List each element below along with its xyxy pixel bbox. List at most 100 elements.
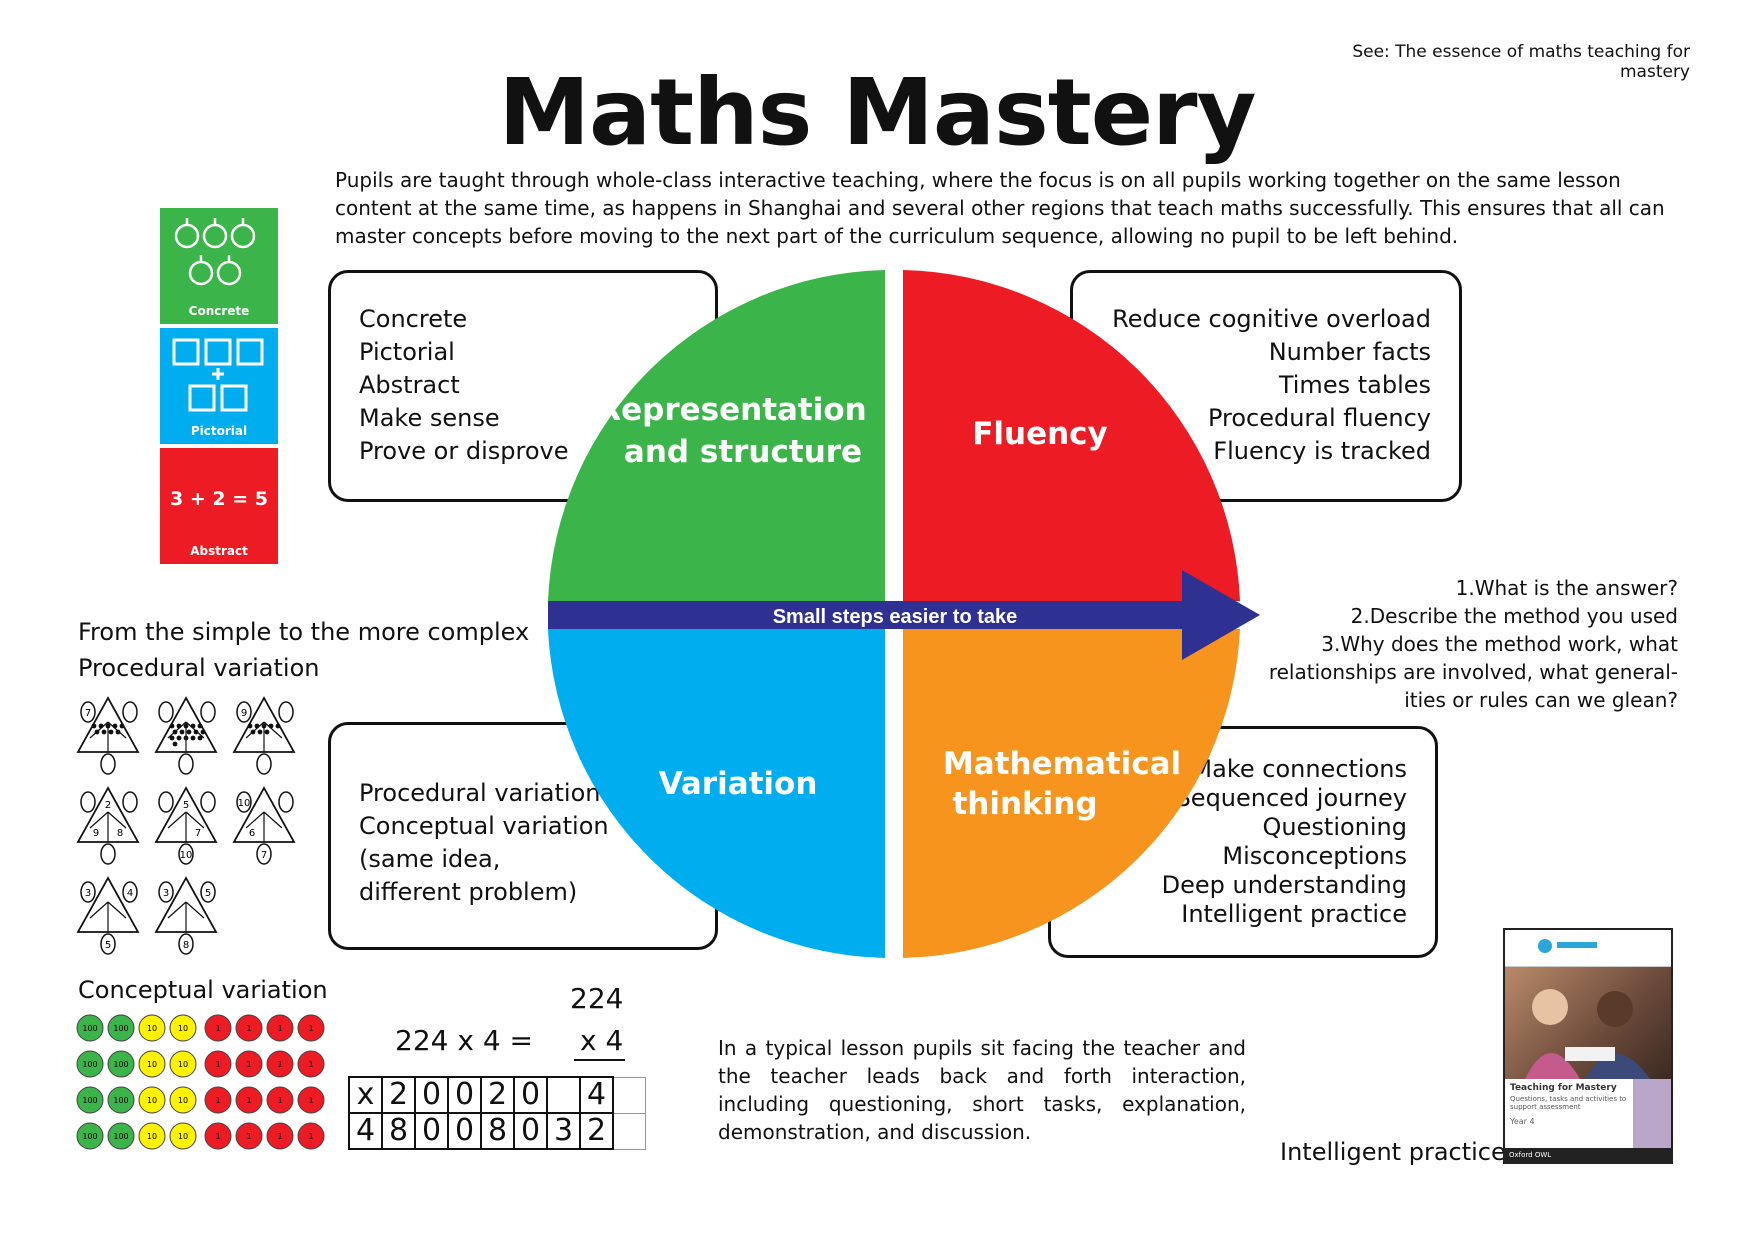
counter: 1 — [204, 1014, 232, 1042]
question-line: 3.Why does the method work, what — [1321, 632, 1678, 656]
counter-label: 10 — [178, 1132, 188, 1141]
counter: 100 — [76, 1050, 104, 1078]
triangle-dot — [176, 723, 182, 729]
counter: 10 — [138, 1014, 166, 1042]
triangle-inner-value: 6 — [249, 828, 255, 839]
variation-item: Conceptual variation — [359, 812, 609, 840]
fluency-item: Reduce cognitive overload — [1112, 305, 1431, 333]
question-line: relationships are involved, what general… — [1268, 660, 1678, 684]
counter-label: 100 — [113, 1024, 128, 1033]
counter-label: 10 — [147, 1024, 157, 1033]
abstract-equation: 3 + 2 = 5 — [170, 488, 268, 510]
children-photo-icon — [1525, 989, 1650, 1079]
grid-cell: 8 — [381, 1112, 416, 1150]
book-title: Teaching for Mastery — [1510, 1083, 1617, 1093]
counter-label: 1 — [308, 1024, 313, 1033]
counter: 10 — [138, 1086, 166, 1114]
intro-paragraph: Pupils are taught through whole-class in… — [335, 168, 1665, 248]
grid-cell: 4 — [348, 1112, 383, 1150]
grid-cell — [546, 1076, 581, 1114]
triangle-dot — [115, 729, 121, 735]
small-steps-arrow — [548, 570, 1260, 660]
counter: 1 — [204, 1050, 232, 1078]
grid-cell: 3 — [546, 1112, 581, 1150]
representation-title: Representation — [597, 392, 867, 428]
grid-extra-cell — [612, 1112, 646, 1150]
grid-cell: 4 — [579, 1076, 614, 1114]
counter-label: 1 — [277, 1132, 282, 1141]
triangle-corner-value: 5 — [105, 940, 111, 951]
arrow-label: Small steps easier to take — [773, 606, 1018, 628]
triangle-dot — [169, 735, 175, 741]
counter: 1 — [297, 1050, 325, 1078]
counter: 1 — [266, 1086, 294, 1114]
grid-cell: 0 — [414, 1112, 449, 1150]
counter-label: 100 — [82, 1132, 97, 1141]
triangle-dot — [179, 729, 185, 735]
fluency-quadrant — [903, 270, 1240, 601]
triangle-inner-value: 9 — [93, 828, 99, 839]
counter: 10 — [169, 1122, 197, 1150]
triangle-dot — [98, 723, 104, 729]
variation-quadrant — [548, 629, 885, 958]
grid-cell: 8 — [480, 1112, 515, 1150]
counter: 100 — [76, 1014, 104, 1042]
number-triangle: 7 — [76, 696, 140, 775]
thinking-item: Questioning — [1262, 813, 1407, 841]
thinking-title: Mathematical — [943, 746, 1181, 782]
triangle-corner-value: 8 — [183, 940, 189, 951]
triangle-corner-value: 9 — [241, 708, 247, 719]
intelligent-practice-label: Intelligent practice — [1280, 1138, 1506, 1166]
counter-label: 10 — [178, 1024, 188, 1033]
counter: 1 — [266, 1050, 294, 1078]
calc-equation: 224 x 4 = — [395, 1024, 533, 1057]
counter: 10 — [138, 1050, 166, 1078]
grid-cell: 0 — [447, 1076, 482, 1114]
counter-label: 1 — [215, 1132, 220, 1141]
grid-cell: 0 — [513, 1112, 548, 1150]
fluency-item: Times tables — [1278, 371, 1431, 399]
abstract-label: Abstract — [190, 544, 248, 558]
representation-item: Concrete — [359, 305, 468, 333]
triangle-dot — [91, 723, 97, 729]
triangle-dot — [197, 723, 203, 729]
thinking-quadrant — [903, 629, 1240, 958]
counter-label: 10 — [147, 1132, 157, 1141]
grid-cell: x — [348, 1076, 383, 1114]
representation-item: Abstract — [359, 371, 460, 399]
counter-label: 1 — [246, 1132, 251, 1141]
triangle-inner-value: 7 — [195, 828, 201, 839]
triangle-dot — [176, 735, 182, 741]
triangle-dot — [186, 729, 192, 735]
fluency-item: Procedural fluency — [1207, 404, 1431, 432]
representation-item: Make sense — [359, 404, 500, 432]
counter-label: 1 — [277, 1024, 282, 1033]
counter-label: 1 — [246, 1024, 251, 1033]
triangle-dot — [172, 729, 178, 735]
triangle-dot — [193, 729, 199, 735]
procedural-label: Procedural variation — [78, 654, 320, 682]
counter-label: 1 — [215, 1024, 220, 1033]
triangle-dot — [183, 735, 189, 741]
counter: 10 — [169, 1086, 197, 1114]
grid-extra-cell — [612, 1076, 646, 1114]
counter: 100 — [76, 1122, 104, 1150]
triangle-inner-value: 2 — [105, 800, 111, 811]
counter: 10 — [138, 1122, 166, 1150]
counter: 10 — [169, 1050, 197, 1078]
triangle-corner-value: 4 — [127, 888, 133, 899]
calc-mult: x 4 — [574, 1024, 626, 1061]
counter-label: 1 — [246, 1096, 251, 1105]
thinking-item: Misconceptions — [1222, 842, 1407, 870]
counter: 10 — [169, 1014, 197, 1042]
triangle-dot — [119, 723, 125, 729]
counter: 1 — [235, 1050, 263, 1078]
counter: 100 — [107, 1086, 135, 1114]
grid-cell: 0 — [414, 1076, 449, 1114]
variation-item: (same idea, — [359, 845, 501, 873]
counter-label: 100 — [113, 1060, 128, 1069]
